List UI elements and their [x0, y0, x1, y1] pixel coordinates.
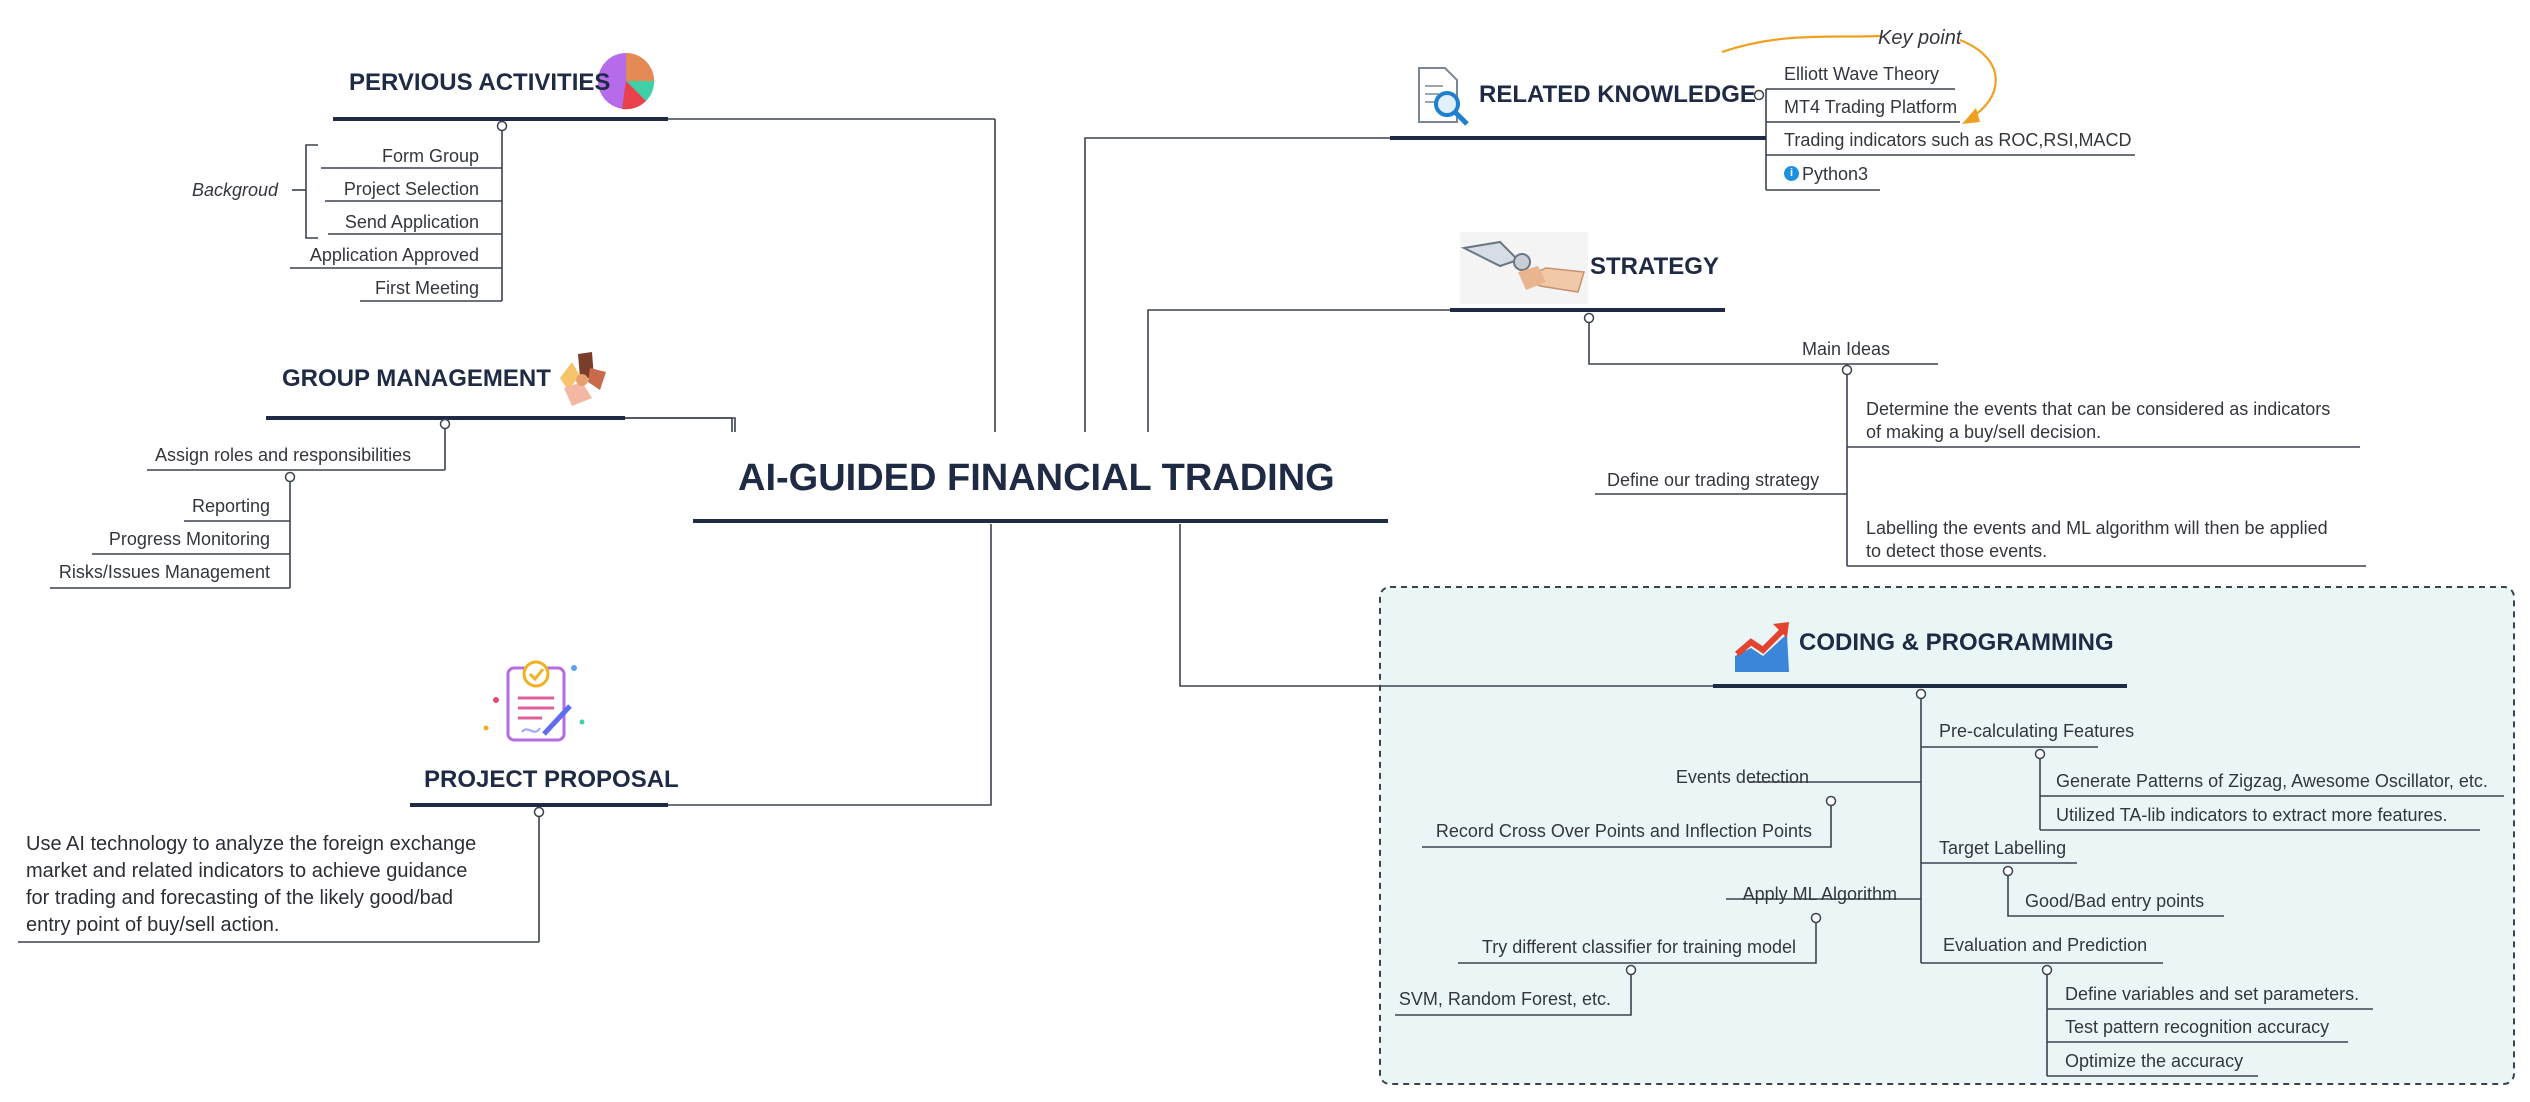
- coding-highlight-box: [1379, 586, 2515, 1085]
- callout-line: [1721, 34, 1881, 54]
- coding-pre-item-talib[interactable]: Utilized TA-lib indicators to extract mo…: [2056, 805, 2448, 825]
- idea-line: Labelling the events and ML algorithm wi…: [1866, 518, 2328, 538]
- rk-item-trading-indicators[interactable]: Trading indicators such as ROC,RSI,MACD: [1784, 130, 2132, 150]
- coding-target-labelling[interactable]: Target Labelling: [1939, 838, 2067, 858]
- project-proposal-text[interactable]: Use AI technology to analyze the foreign…: [26, 831, 476, 939]
- coding-apply-ml[interactable]: Apply ML Algorithm: [1742, 884, 1897, 904]
- project-proposal-title[interactable]: PROJECT PROPOSAL: [424, 766, 679, 793]
- coding-eval-item-define[interactable]: Define variables and set parameters.: [2065, 984, 2360, 1004]
- proposal-line: entry point of buy/sell action.: [26, 914, 280, 936]
- gm-assign-roles[interactable]: Assign roles and responsibilities: [155, 445, 412, 465]
- prev-item-send-application[interactable]: Send Application: [344, 212, 479, 232]
- document-sign-icon: [483, 660, 585, 742]
- idea-line: to detect those events.: [1866, 541, 2048, 561]
- coding-title[interactable]: CODING & PROGRAMMING: [1799, 629, 2114, 656]
- coding-pre-item-zigzag[interactable]: Generate Patterns of Zigzag, Awesome Osc…: [2056, 771, 2488, 791]
- idea-line: of making a buy/sell decision.: [1866, 422, 2102, 442]
- prev-item-first-meeting[interactable]: First Meeting: [374, 278, 479, 298]
- proposal-line: Use AI technology to analyze the foreign…: [26, 833, 477, 855]
- callout-arrow-line: [1959, 38, 1997, 119]
- coding-evaluation[interactable]: Evaluation and Prediction: [1943, 935, 2148, 955]
- prev-item-application-approved[interactable]: Application Approved: [309, 245, 479, 265]
- previous-activities-title[interactable]: PERVIOUS ACTIVITIES: [349, 69, 611, 96]
- coding-eval-item-optimize[interactable]: Optimize the accuracy: [2065, 1051, 2244, 1071]
- group-management-title[interactable]: GROUP MANAGEMENT: [282, 365, 551, 392]
- gm-item-reporting[interactable]: Reporting: [191, 496, 270, 516]
- document-search-icon: [1418, 67, 1469, 126]
- idea-line: Determine the events that can be conside…: [1866, 399, 2331, 419]
- teamwork-hands-icon: [560, 352, 606, 406]
- robot-handshake-icon: [1460, 232, 1588, 304]
- rk-item-elliott-wave[interactable]: Elliott Wave Theory: [1784, 64, 1940, 84]
- coding-eval-item-test[interactable]: Test pattern recognition accuracy: [2065, 1017, 2330, 1037]
- strategy-define[interactable]: Define our trading strategy: [1607, 470, 1820, 490]
- gm-item-risks-issues[interactable]: Risks/Issues Management: [58, 562, 270, 582]
- strategy-title[interactable]: STRATEGY: [1590, 253, 1719, 280]
- key-point-callout[interactable]: Key point: [1878, 27, 1962, 49]
- related-knowledge-title[interactable]: RELATED KNOWLEDGE: [1479, 81, 1756, 108]
- pie-chart-icon: [598, 53, 655, 110]
- central-topic[interactable]: AI-GUIDED FINANCIAL TRADING: [738, 457, 1335, 499]
- strategy-idea-2[interactable]: Labelling the events and ML algorithm wi…: [1866, 517, 2328, 563]
- prev-item-project-selection[interactable]: Project Selection: [343, 179, 479, 199]
- coding-target-item-entry[interactable]: Good/Bad entry points: [2025, 891, 2205, 911]
- rk-item-python3[interactable]: Python3: [1802, 164, 1869, 184]
- coding-ml-svm[interactable]: SVM, Random Forest, etc.: [1398, 989, 1611, 1009]
- info-icon[interactable]: i: [1784, 166, 1799, 181]
- prev-item-form-group[interactable]: Form Group: [381, 146, 479, 166]
- coding-events-item-record[interactable]: Record Cross Over Points and Inflection …: [1435, 821, 1812, 841]
- strategy-idea-1[interactable]: Determine the events that can be conside…: [1866, 398, 2330, 444]
- coding-pre-calculating[interactable]: Pre-calculating Features: [1939, 721, 2135, 741]
- strategy-main-ideas[interactable]: Main Ideas: [1802, 339, 1891, 359]
- background-label[interactable]: Backgroud: [192, 180, 279, 200]
- callout-arrowhead: [1962, 108, 1980, 124]
- rk-item-mt4[interactable]: MT4 Trading Platform: [1784, 97, 1958, 117]
- chart-growth-icon: [1735, 622, 1789, 672]
- gm-item-progress-monitoring[interactable]: Progress Monitoring: [108, 529, 270, 549]
- proposal-line: for trading and forecasting of the likel…: [26, 887, 453, 909]
- proposal-line: market and related indicators to achieve…: [26, 860, 468, 882]
- coding-events-detection[interactable]: Events detection: [1675, 767, 1809, 787]
- coding-ml-classifier[interactable]: Try different classifier for training mo…: [1481, 937, 1796, 957]
